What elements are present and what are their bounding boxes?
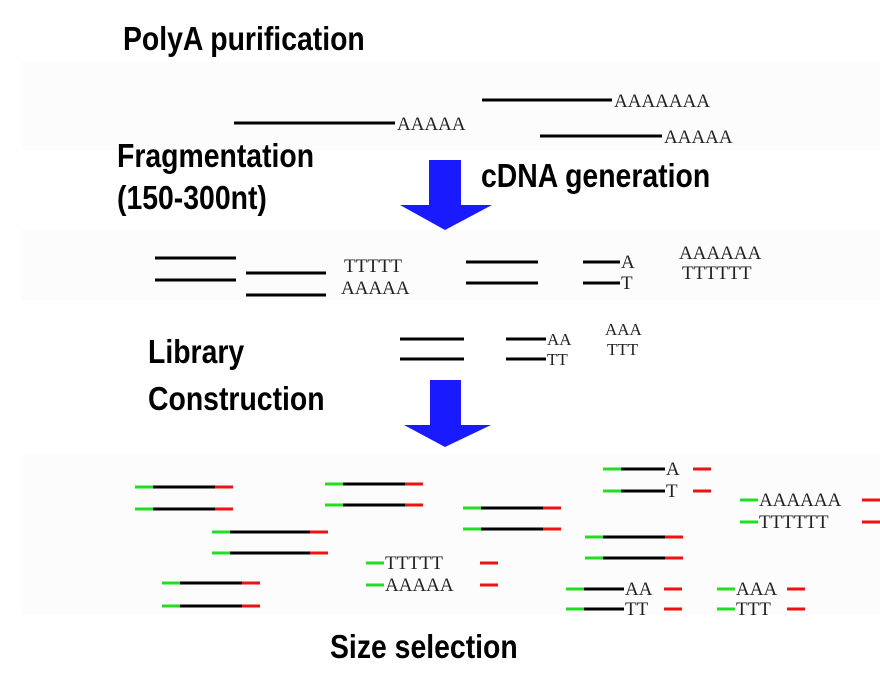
overhang-seq: TTTTT <box>344 256 402 277</box>
panel-fragments <box>22 230 880 300</box>
step-label-fragmentation: Fragmentation <box>117 137 315 174</box>
overhang-seq: TTTTT <box>385 553 443 574</box>
overhang-seq: AA <box>547 330 572 349</box>
overhang-seq: AAAAA <box>385 575 454 596</box>
panel-library <box>22 455 880 615</box>
overhang-seq: TTTTTT <box>759 512 829 533</box>
polya-tail: AAAAAAA <box>614 91 710 112</box>
overhang-seq: AA <box>625 579 653 600</box>
fragment-group <box>155 256 620 361</box>
step-label-fragment-range: (150-300nt) <box>117 179 267 216</box>
overhang-seq: TTT <box>736 599 771 620</box>
polya-tail: AAAAA <box>397 114 466 135</box>
overhang-seq: AAAAAA <box>679 243 762 264</box>
overhang-seq: TT <box>625 599 649 620</box>
down-arrow-icon <box>404 380 491 447</box>
mrna-group: AAAAA AAAAAAA AAAAA <box>234 91 733 148</box>
step-label-polya: PolyA purification <box>123 20 365 57</box>
step-label-library: Library <box>148 333 245 370</box>
down-arrow-icon <box>400 160 492 230</box>
overhang-seq: T <box>666 481 678 502</box>
overhang-seq: TTTTTT <box>682 263 752 284</box>
step-label-construction: Construction <box>148 380 325 417</box>
overhang-seq: AAAAA <box>341 278 410 299</box>
step-label-cdna: cDNA generation <box>481 157 711 194</box>
panel-mrna <box>22 62 880 150</box>
overhang-seq: AAAAAA <box>759 490 842 511</box>
step-label-size-selection: Size selection <box>330 628 518 665</box>
overhang-seq: TT <box>547 350 568 369</box>
overhang-seq: AAA <box>736 579 777 600</box>
overhang-seq: TTT <box>607 340 639 359</box>
overhang-seq: AAA <box>605 320 643 339</box>
overhang-seq: T <box>621 273 633 294</box>
polya-tail: AAAAA <box>664 127 733 148</box>
overhang-seq: A <box>621 252 635 273</box>
overhang-seq: A <box>666 459 680 480</box>
